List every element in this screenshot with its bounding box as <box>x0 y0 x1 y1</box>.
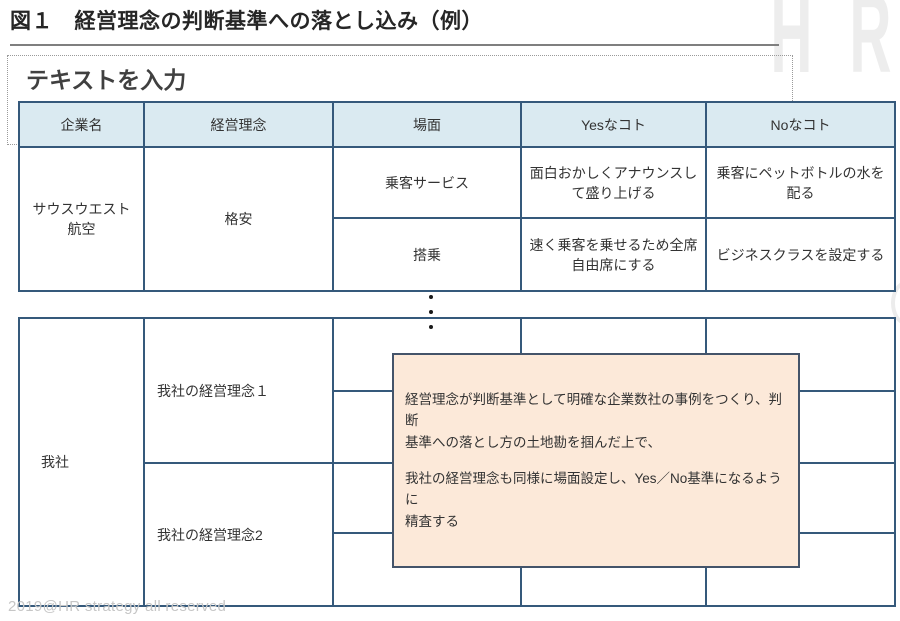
cell-company: サウスウエスト航空 <box>18 146 145 292</box>
note-callout-box[interactable]: 経営理念が判断基準として明確な企業数社の事例をつくり、判断 基準への落とし方の土… <box>392 353 800 568</box>
hr-watermark: H R <box>770 0 900 96</box>
cell-yes-1: 面白おかしくアナウンスし て盛り上げる <box>520 146 707 219</box>
cell-no-1: 乗客にペットボトルの水を 配る <box>705 146 896 219</box>
cell-no-2: ビジネスクラスを設定する <box>705 217 896 292</box>
note-paragraph-2: 我社の経営理念も同様に場面設定し、Yes／No基準になるように 精査する <box>405 470 782 529</box>
copyright-text: 2019@HR strategy all reserved <box>8 598 227 615</box>
cell-scene-1: 乗客サービス <box>332 146 522 219</box>
table-row: サウスウエスト航空 格安 乗客サービス 面白おかしくアナウンスし て盛り上げる … <box>18 146 896 292</box>
empty-scene-cell <box>332 532 522 607</box>
vertical-ellipsis <box>429 295 433 340</box>
title-underline <box>10 44 779 46</box>
table-header-row: 企業名 経営理念 場面 Yesなコト Noなコト <box>18 101 896 148</box>
header-company: 企業名 <box>18 101 145 148</box>
header-philosophy: 経営理念 <box>143 101 334 148</box>
header-yes: Yesなコト <box>520 101 707 148</box>
header-no: Noなコト <box>705 101 896 148</box>
cell-yes-2: 速く乗客を乗せるため全席 自由席にする <box>520 217 707 292</box>
text-placeholder-label: テキストを入力 <box>26 67 187 93</box>
empty-no-cell <box>705 532 896 607</box>
cell-scene-2: 搭乗 <box>332 217 522 292</box>
cell-philosophy-1: 我社の経営理念１ <box>143 317 334 464</box>
cell-our-company: 我社 <box>18 317 145 607</box>
cell-philosophy-2: 我社の経営理念2 <box>143 462 334 607</box>
example-company-table: 企業名 経営理念 場面 Yesなコト Noなコト サウスウエスト航空 格安 乗客… <box>18 101 896 292</box>
header-scene: 場面 <box>332 101 522 148</box>
cell-philosophy: 格安 <box>143 146 334 292</box>
table-row: 搭乗 速く乗客を乗せるため全席 自由席にする ビジネスクラスを設定する <box>19 217 896 292</box>
page-title: 図１ 経営理念の判断基準への落とし込み（例） <box>10 10 483 33</box>
note-paragraph-1: 経営理念が判断基準として明確な企業数社の事例をつくり、判断 基準への落とし方の土… <box>405 391 783 450</box>
